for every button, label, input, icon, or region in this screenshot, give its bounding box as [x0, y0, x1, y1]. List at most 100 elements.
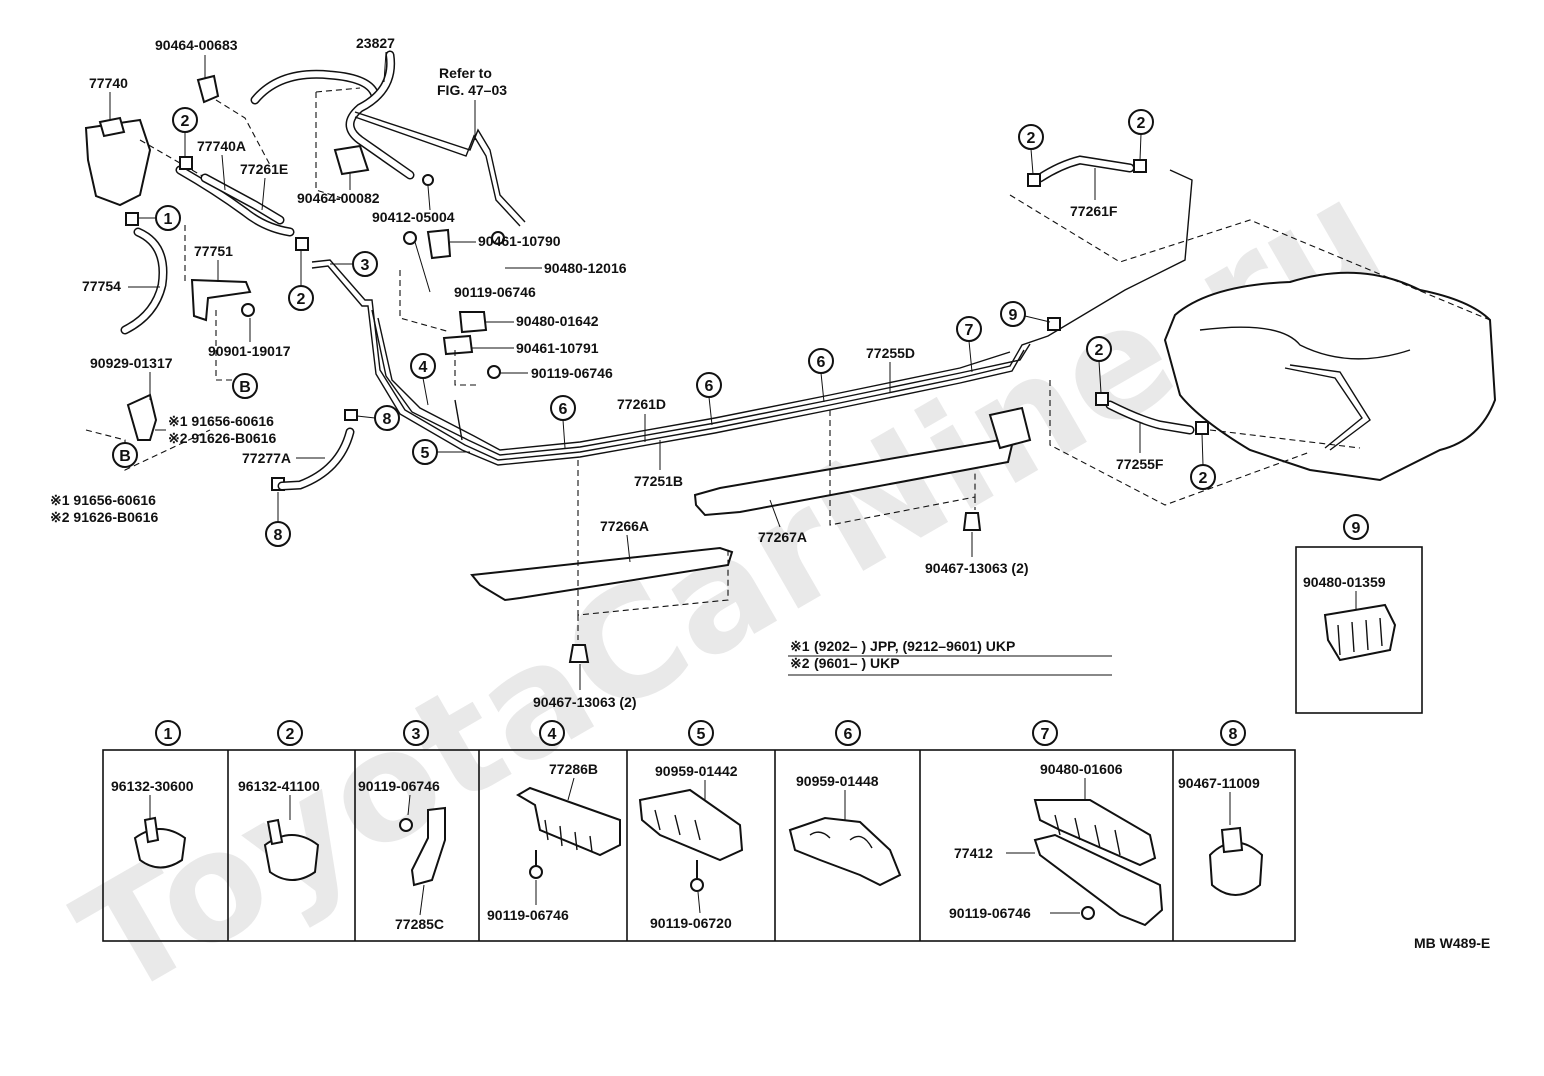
svg-text:96132-41100: 96132-41100 — [238, 778, 320, 794]
label-77267A: 77267A — [758, 529, 807, 545]
marker-2-f: 2 — [1190, 433, 1216, 490]
svg-text:77285C: 77285C — [395, 916, 444, 932]
svg-text:6: 6 — [705, 378, 714, 395]
svg-text:7: 7 — [965, 322, 974, 339]
marker-6-b: 6 — [696, 372, 722, 426]
label-77255D: 77255D — [866, 345, 915, 361]
svg-text:90480-01606: 90480-01606 — [1040, 761, 1123, 777]
label-77266A: 77266A — [600, 518, 649, 534]
svg-text:77286B: 77286B — [549, 761, 598, 777]
svg-text:9: 9 — [1352, 520, 1361, 537]
svg-text:5: 5 — [697, 726, 706, 743]
label-90480-12016: 90480-12016 — [544, 260, 627, 276]
label-refer2: FIG. 47–03 — [437, 82, 507, 98]
label-s1-left: ※1 91656-60616 — [168, 413, 274, 429]
marker-7: 7 — [956, 316, 982, 373]
label-90929-01317: 90929-01317 — [90, 355, 173, 371]
marker-6-c: 6 — [808, 348, 834, 403]
svg-text:5: 5 — [421, 445, 430, 462]
svg-text:90119-06746: 90119-06746 — [487, 907, 569, 923]
svg-text:2: 2 — [1137, 115, 1146, 132]
detail-table — [102, 749, 1296, 942]
label-90412-05004: 90412-05004 — [372, 209, 455, 225]
svg-text:2: 2 — [297, 291, 306, 308]
label-77261E: 77261E — [240, 161, 288, 177]
marker-5: 5 — [412, 439, 470, 465]
marker-6-a: 6 — [550, 395, 576, 449]
label-77751: 77751 — [194, 243, 233, 259]
marker-B-b: B — [112, 442, 138, 468]
marker-8-b: 8 — [265, 492, 291, 547]
svg-text:3: 3 — [412, 726, 421, 743]
svg-text:90119-06746: 90119-06746 — [949, 905, 1031, 921]
bracket-77751 — [190, 278, 252, 322]
protector-77267A — [693, 438, 1014, 517]
label-90464-00082: 90464-00082 — [297, 190, 380, 206]
clip-90464-00683 — [196, 74, 220, 104]
label-90464-00683: 90464-00683 — [155, 37, 238, 53]
svg-text:1: 1 — [164, 211, 173, 228]
marker-2-d: 2 — [1128, 109, 1154, 161]
svg-text:6: 6 — [844, 726, 853, 743]
marker-1: 1 — [138, 205, 181, 231]
table-col-3: 3 90119-06746 77285C — [358, 720, 446, 932]
label-refer1: Refer to — [439, 65, 492, 81]
detail-9: 9 90480-01359 — [1295, 514, 1423, 714]
svg-text:7: 7 — [1041, 726, 1050, 743]
svg-text:8: 8 — [383, 411, 392, 428]
svg-text:90119-06746: 90119-06746 — [358, 778, 440, 794]
label-77261D: 77261D — [617, 396, 666, 412]
table-col-1: 1 96132-30600 — [111, 720, 194, 869]
marker-3: 3 — [330, 251, 378, 277]
svg-text:90959-01442: 90959-01442 — [655, 763, 738, 779]
label-90461-10790: 90461-10790 — [478, 233, 561, 249]
marker-4: 4 — [410, 353, 436, 406]
label-90467-13063-a: 90467-13063 (2) — [925, 560, 1029, 576]
marker-9: 9 — [1000, 301, 1051, 327]
label-90901-19017: 90901-19017 — [208, 343, 291, 359]
svg-text:2: 2 — [181, 113, 190, 130]
label-90119-06746-b: 90119-06746 — [531, 365, 613, 381]
label-77277A: 77277A — [242, 450, 291, 466]
table-col-4: 4 77286B 90119-06746 — [487, 720, 621, 923]
svg-text:90467-11009: 90467-11009 — [1178, 775, 1260, 791]
svg-text:96132-30600: 96132-30600 — [111, 778, 194, 794]
label-90480-01642: 90480-01642 — [516, 313, 599, 329]
svg-text:90119-06720: 90119-06720 — [650, 915, 732, 931]
label-s1-bottom: ※1 91656-60616 — [50, 492, 156, 508]
diagram-code: MB W489-E — [1414, 935, 1490, 951]
svg-text:2: 2 — [286, 726, 295, 743]
table-col-5: 5 90959-01442 90119-06720 — [638, 720, 744, 931]
table-col-2: 2 96132-41100 — [238, 720, 320, 881]
marker-8-a: 8 — [356, 405, 400, 431]
applicability-note: ※1 (9202– ) JPP, (9212–9601) UKP ※2 (960… — [788, 638, 1112, 676]
label-23827: 23827 — [356, 35, 395, 51]
svg-text:※2: ※2 — [790, 655, 810, 671]
label-s2-left: ※2 91626-B0616 — [168, 430, 276, 446]
label-77740A: 77740A — [197, 138, 246, 154]
label-90119-06746-a: 90119-06746 — [454, 284, 536, 300]
svg-text:2: 2 — [1095, 342, 1104, 359]
label-90467-13063-b: 90467-13063 (2) — [533, 694, 637, 710]
fuel-lines — [311, 169, 1193, 466]
marker-2-b: 2 — [288, 250, 314, 311]
svg-text:6: 6 — [817, 354, 826, 371]
marker-B-a: B — [232, 373, 258, 399]
label-77261F: 77261F — [1070, 203, 1118, 219]
svg-text:8: 8 — [1229, 726, 1238, 743]
svg-text:4: 4 — [419, 359, 428, 376]
svg-text:2: 2 — [1199, 470, 1208, 487]
label-90461-10791: 90461-10791 — [516, 340, 599, 356]
label-77740: 77740 — [89, 75, 128, 91]
label-77251B: 77251B — [634, 473, 683, 489]
svg-text:8: 8 — [274, 527, 283, 544]
table-col-8: 8 90467-11009 — [1178, 720, 1264, 896]
label-s2-bottom: ※2 91626-B0616 — [50, 509, 158, 525]
svg-text:(9601– ) UKP: (9601– ) UKP — [814, 655, 900, 671]
label-77255F: 77255F — [1116, 456, 1164, 472]
label-77754: 77754 — [82, 278, 121, 294]
svg-text:90959-01448: 90959-01448 — [796, 773, 879, 789]
marker-2-c: 2 — [1018, 124, 1044, 175]
fuel-tank — [1163, 271, 1497, 482]
